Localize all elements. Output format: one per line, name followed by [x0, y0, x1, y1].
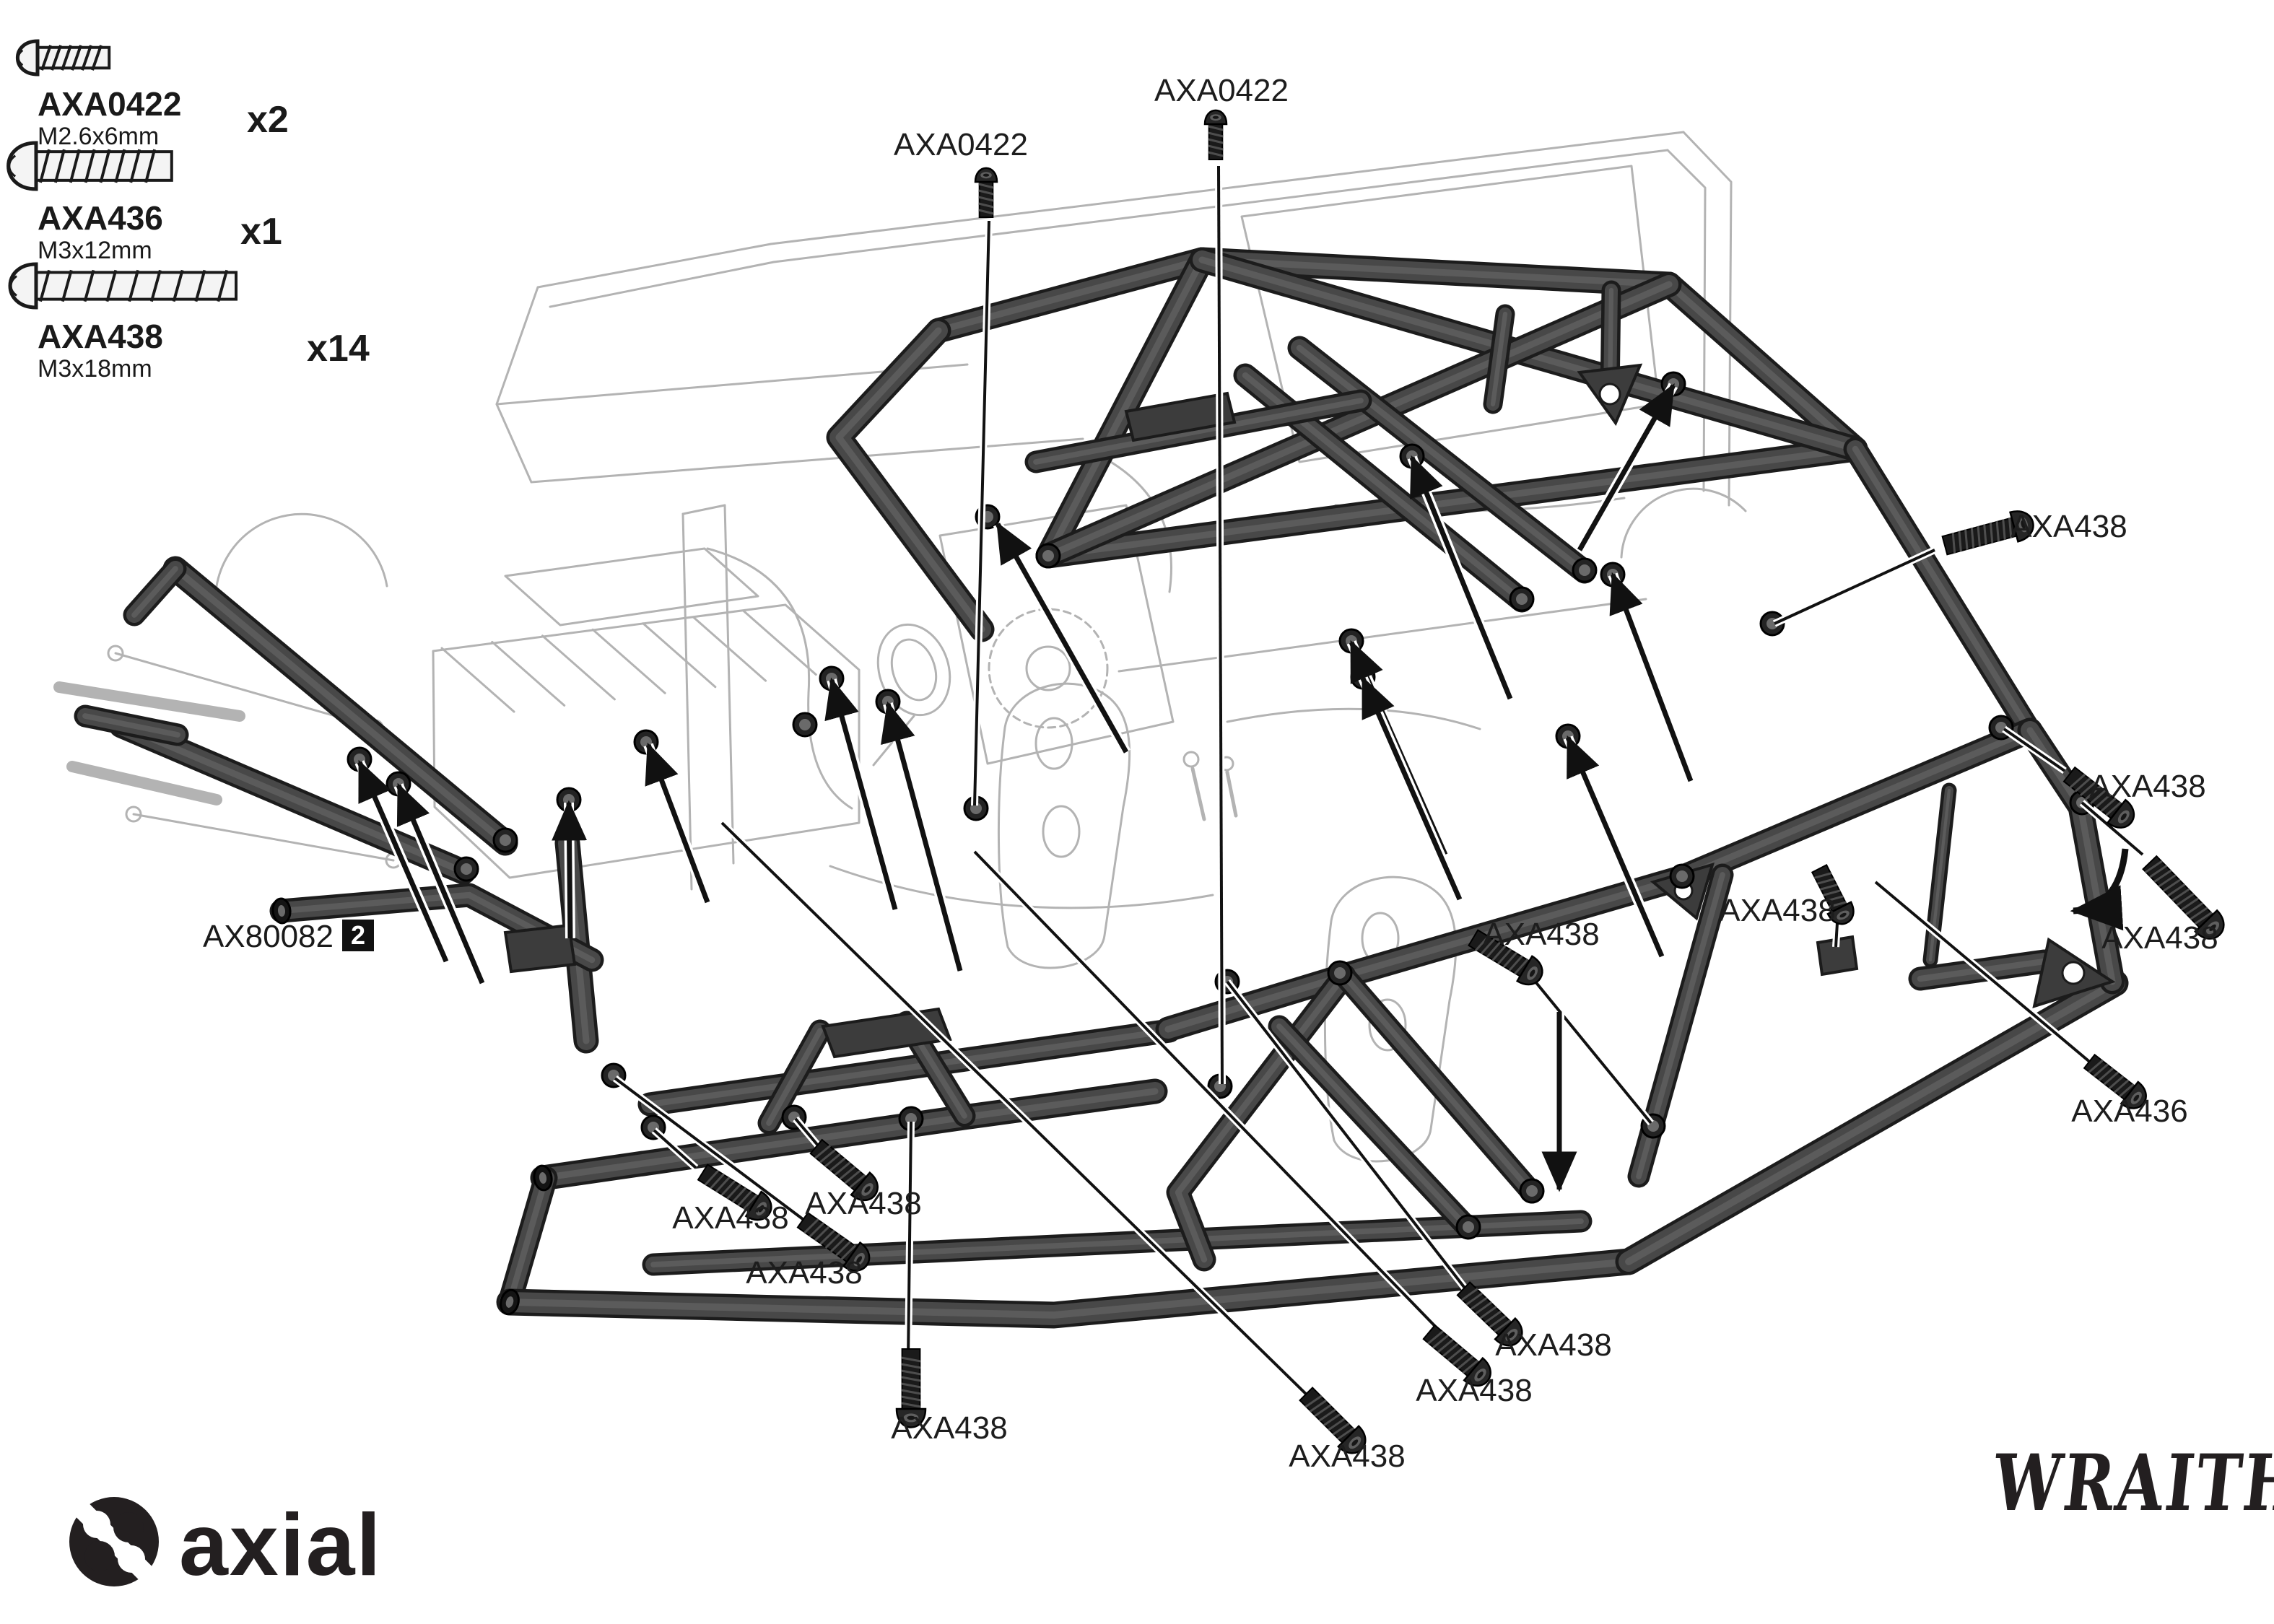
- legend-size-2: M3x12mm: [38, 237, 152, 264]
- part-callout: AXA438: [2101, 920, 2218, 956]
- legend-screw-icons: [6, 39, 238, 310]
- screw-icon: [1299, 1387, 1367, 1454]
- screw-icon: [895, 1348, 927, 1428]
- screw-icon: [2062, 766, 2135, 829]
- wraith-logo-text: WRAITH: [1988, 1437, 2274, 1529]
- part-callout: AXA438: [672, 1200, 788, 1236]
- screw-icon: [1941, 510, 2034, 556]
- part-callout: AXA438: [1416, 1373, 1532, 1408]
- hardware-legend: AXA0422 M2.6x6mm x2 AXA436 M3x12mm x1 AX…: [6, 39, 370, 383]
- gusset-plates: [503, 363, 2116, 1059]
- screw-icon: [974, 167, 998, 218]
- part-callout: AXA436: [2071, 1093, 2187, 1129]
- assembly-arrows: [354, 383, 1696, 1192]
- ax80082-callout: AX80082 2: [203, 919, 374, 954]
- screw-bosses: [347, 371, 2095, 1240]
- part-callout: AXA0422: [1154, 73, 1289, 108]
- screw-icon: [1811, 864, 1855, 925]
- legend-size-3: M3x18mm: [38, 355, 152, 383]
- legend-screw-icon: [16, 39, 111, 77]
- part-callout: AXA438: [891, 1410, 1007, 1446]
- screw-icon: [796, 1211, 871, 1272]
- ax80082-label: AX80082: [203, 919, 334, 954]
- legend-part-3: AXA438: [38, 318, 163, 355]
- part-callout: AXA438: [746, 1255, 862, 1291]
- part-callout: AXA0422: [894, 127, 1028, 162]
- wraith-logo: WRAITH: [1988, 1437, 2274, 1529]
- screw-icon: [1468, 929, 1543, 986]
- part-callout: AXA438: [1483, 917, 1599, 952]
- legend-screw-icon: [8, 262, 238, 310]
- legend-screw-icon: [6, 141, 173, 191]
- screw-icon: [2142, 855, 2225, 940]
- part-callout: AXA438: [1289, 1439, 1405, 1474]
- part-callout: AXA438: [805, 1186, 921, 1221]
- screw-icon: [1422, 1324, 1491, 1387]
- part-callout: AXA438: [1719, 893, 1835, 928]
- part-callouts: AXA0422AXA0422AXA438AXA438AXA438AXA438AX…: [672, 73, 2218, 1474]
- screw-icon: [1456, 1281, 1523, 1347]
- axial-logo-icon: [69, 1497, 159, 1586]
- legend-qty-1: x2: [247, 99, 289, 141]
- legend-part-1: AXA0422: [38, 85, 181, 123]
- axial-logo-text: axial: [179, 1496, 382, 1594]
- step-badge-number: 2: [351, 920, 365, 950]
- part-callout: AXA438: [2011, 509, 2127, 544]
- rotate-arrow: [2070, 848, 2129, 931]
- screw-icons: [697, 109, 2225, 1454]
- part-callout: AXA438: [2089, 769, 2205, 804]
- legend-qty-2: x1: [240, 211, 282, 253]
- step-badge: [342, 920, 374, 951]
- legend-qty-3: x14: [307, 328, 370, 370]
- screw-icon: [809, 1138, 879, 1201]
- screw-icon: [697, 1164, 772, 1221]
- legend-part-2: AXA436: [38, 199, 163, 237]
- screw-icon: [1203, 109, 1228, 160]
- axial-logo: axial: [69, 1496, 382, 1594]
- leader-lines: [613, 165, 2146, 1403]
- legend-size-1: M2.6x6mm: [38, 123, 159, 150]
- part-callout: AXA438: [1495, 1327, 1611, 1363]
- screw-icon: [2083, 1053, 2147, 1109]
